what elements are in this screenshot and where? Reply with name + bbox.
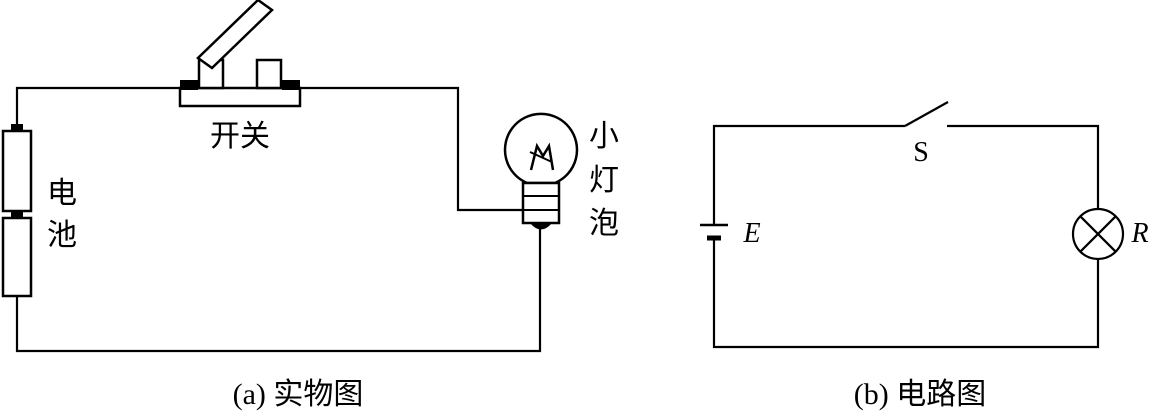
switch-symbol-label: S [913, 137, 929, 168]
source-symbol-label: E [742, 218, 760, 249]
battery-terminal-middle [11, 210, 23, 219]
light-bulb [503, 112, 579, 230]
battery-cell-upper [1, 129, 33, 213]
bulb-filament-cross [529, 151, 553, 163]
battery [1, 124, 33, 298]
physical-circuit: 开关 电 池 小 灯 泡 (a) 实物图 [1, 0, 619, 411]
wire-bulb-to-battery [15, 228, 542, 353]
bulb-label-char-3: 泡 [589, 206, 619, 241]
schematic-wire-top-right [947, 124, 1100, 209]
switch-terminal-right [282, 80, 300, 90]
bulb-tip-contact [530, 223, 552, 230]
schematic-lamp-cross-2 [1079, 215, 1117, 253]
schematic-switch-symbol [904, 101, 949, 127]
bulb-label-char-1: 小 [589, 119, 619, 154]
wire-battery-to-switch [15, 86, 180, 125]
battery-terminal-top [11, 124, 23, 132]
lamp-symbol-label: R [1130, 218, 1148, 249]
bulb-base [521, 181, 561, 225]
bulb-glass [503, 112, 579, 185]
bulb-label-char-2: 灯 [589, 163, 619, 198]
battery-label-char-1: 电 [47, 176, 77, 211]
battery-cell-lower [1, 216, 33, 298]
switch-label: 开关 [210, 119, 270, 154]
switch-blade [196, 0, 274, 70]
knife-switch [178, 0, 302, 108]
wire-switch-to-bulb [300, 86, 522, 212]
schematic-wire-top-left [712, 124, 905, 225]
switch-base [178, 86, 302, 108]
schematic-circuit: S E R (b) 电路图 [700, 101, 1149, 411]
caption-physical: (a) 实物图 [233, 378, 364, 411]
switch-terminal-left [180, 80, 198, 90]
schematic-wire-bottom [712, 238, 1100, 349]
caption-schematic: (b) 电路图 [854, 378, 986, 411]
battery-label-char-2: 池 [47, 218, 77, 253]
switch-contact-block [255, 58, 283, 90]
